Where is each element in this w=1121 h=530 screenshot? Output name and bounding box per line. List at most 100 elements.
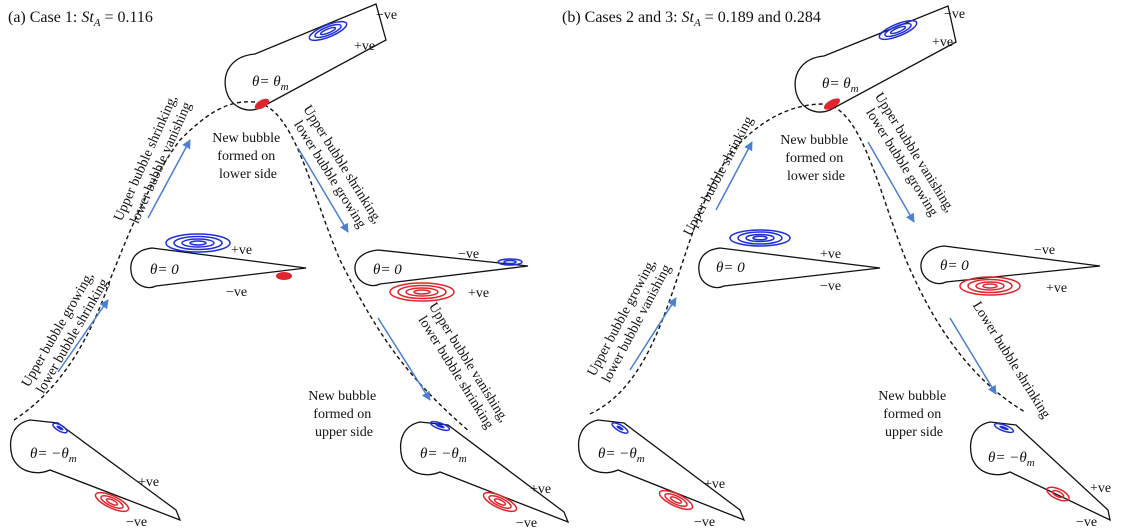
trajectory-curve <box>13 101 471 433</box>
plus-label: +ve <box>820 247 841 262</box>
airfoil-theta-zero-left: θ= 0 +ve −ve <box>698 229 881 294</box>
upper-bubble <box>737 231 783 245</box>
airfoil-theta-minus-m-left: θ= −θm +ve −ve <box>577 419 746 530</box>
transition-arrow <box>147 139 191 219</box>
theta-label: θ= −θm <box>598 446 645 465</box>
minus-label: −ve <box>458 247 479 262</box>
transition-label: Upper bubble vanishing, lower bubble gro… <box>858 90 959 226</box>
upper-bubble <box>56 425 64 431</box>
lower-bubble <box>664 493 688 507</box>
lower-bubble <box>100 495 124 509</box>
upper-bubble <box>729 229 791 247</box>
new-bubble-note: New bubble formed on upper side <box>878 389 950 440</box>
airfoil-theta-minus-m-right: θ= −θm +ve −ve <box>399 420 570 530</box>
upper-bubble <box>611 422 629 434</box>
upper-bubble <box>319 26 337 36</box>
airfoil-theta-m: θ= θm −ve +ve <box>224 3 397 111</box>
upper-bubble <box>878 19 918 41</box>
new-bubble-note: New bubble formed on lower side <box>780 133 852 184</box>
lower-bubble <box>389 282 455 302</box>
upper-bubble <box>616 425 624 431</box>
transition-arrow <box>867 141 915 223</box>
minus-label: −ve <box>694 515 715 530</box>
upper-bubble <box>993 422 1015 434</box>
upper-bubble <box>314 23 342 39</box>
lower-bubble <box>1046 486 1070 502</box>
theta-label: θ= θm <box>822 76 859 95</box>
new-bubble-note: New bubble formed on upper side <box>308 389 380 440</box>
airfoil-theta-m: θ= θm −ve +ve <box>794 5 965 113</box>
upper-bubble <box>165 233 231 253</box>
airfoil-shape <box>224 3 387 111</box>
lower-bubble <box>482 491 518 513</box>
transition-arrow <box>57 299 109 373</box>
upper-bubble <box>999 425 1009 431</box>
airfoil-shape <box>920 245 1101 285</box>
upper-bubble <box>52 422 68 434</box>
new-bubble-note: New bubble formed on lower side <box>212 131 284 182</box>
minus-label: −ve <box>516 516 537 530</box>
lower-bubble <box>105 498 119 506</box>
lower-bubble <box>94 491 130 513</box>
airfoil-shape <box>794 5 957 113</box>
upper-bubble <box>745 233 775 243</box>
upper-bubble <box>308 20 348 42</box>
plus-label: +ve <box>354 39 375 54</box>
lower-bubble <box>982 283 998 289</box>
minus-label: −ve <box>1034 243 1055 258</box>
transition-label: Upper bubble shrinking, lower bubble gro… <box>286 103 386 238</box>
transition-label: Upper bubble shrinking, lower bubble van… <box>111 90 196 230</box>
upper-bubble <box>503 259 517 265</box>
airfoil-theta-zero-right: θ= 0 −ve +ve <box>354 247 529 302</box>
theta-label: θ= −θm <box>988 450 1035 469</box>
theta-label: θ= 0 <box>940 258 969 274</box>
transition-arrow <box>629 297 677 371</box>
lower-bubble <box>658 489 694 511</box>
upper-bubble <box>435 423 445 429</box>
lower-bubble <box>254 98 270 110</box>
transition-label: Upper bubble growing, lower bubble shrin… <box>19 267 113 398</box>
lower-bubble <box>967 278 1013 294</box>
theta-label: θ= 0 <box>150 262 179 278</box>
upper-bubble <box>884 22 912 38</box>
minus-label: −ve <box>376 8 397 23</box>
lower-bubble <box>413 289 431 295</box>
airfoil-theta-zero-left: θ= 0 +ve −ve <box>130 233 307 300</box>
transition-arrow <box>297 147 349 233</box>
upper-bubble <box>181 238 215 248</box>
theta-label: θ= 0 <box>716 260 745 276</box>
lower-bubble <box>405 287 439 297</box>
panel-a: (a) Case 1: StA = 0.116 θ= θm −ve +ve θ=… <box>8 3 570 530</box>
upper-bubble <box>752 235 768 241</box>
minus-label: −ve <box>820 279 841 294</box>
upper-bubble <box>889 25 907 35</box>
minus-label: −ve <box>944 7 965 22</box>
transition-label: Upper bubble vanishing, lower bubble shr… <box>412 300 513 436</box>
panel-b: (b) Cases 2 and 3: StA = 0.189 and 0.284… <box>562 5 1111 530</box>
plus-label: +ve <box>530 482 551 497</box>
lower-bubble <box>975 281 1005 291</box>
airfoil-shape <box>9 419 182 522</box>
airfoil-shape <box>130 247 307 289</box>
airfoil-shape <box>577 419 746 522</box>
minus-label: −ve <box>226 285 247 300</box>
minus-label: −ve <box>1076 515 1097 530</box>
lower-bubble <box>959 276 1021 296</box>
transition-arrow <box>377 317 431 401</box>
transition-arrow <box>715 141 753 211</box>
airfoil-theta-zero-right: θ= 0 −ve +ve <box>920 243 1101 296</box>
lower-bubble <box>669 496 683 504</box>
upper-bubble <box>173 235 223 251</box>
lower-bubble <box>493 498 507 506</box>
panel-b-title: (b) Cases 2 and 3: StA = 0.189 and 0.284 <box>562 9 821 29</box>
upper-bubble <box>497 258 523 266</box>
lower-bubble <box>397 284 447 300</box>
plus-label: +ve <box>468 286 489 301</box>
lower-bubble <box>823 98 841 110</box>
minus-label: −ve <box>126 515 147 530</box>
upper-bubble <box>429 420 451 432</box>
plus-label: +ve <box>138 475 159 490</box>
airfoil-shape <box>969 421 1111 522</box>
upper-bubble <box>189 240 207 246</box>
transition-label: Upper bubble shrinking <box>681 114 757 238</box>
